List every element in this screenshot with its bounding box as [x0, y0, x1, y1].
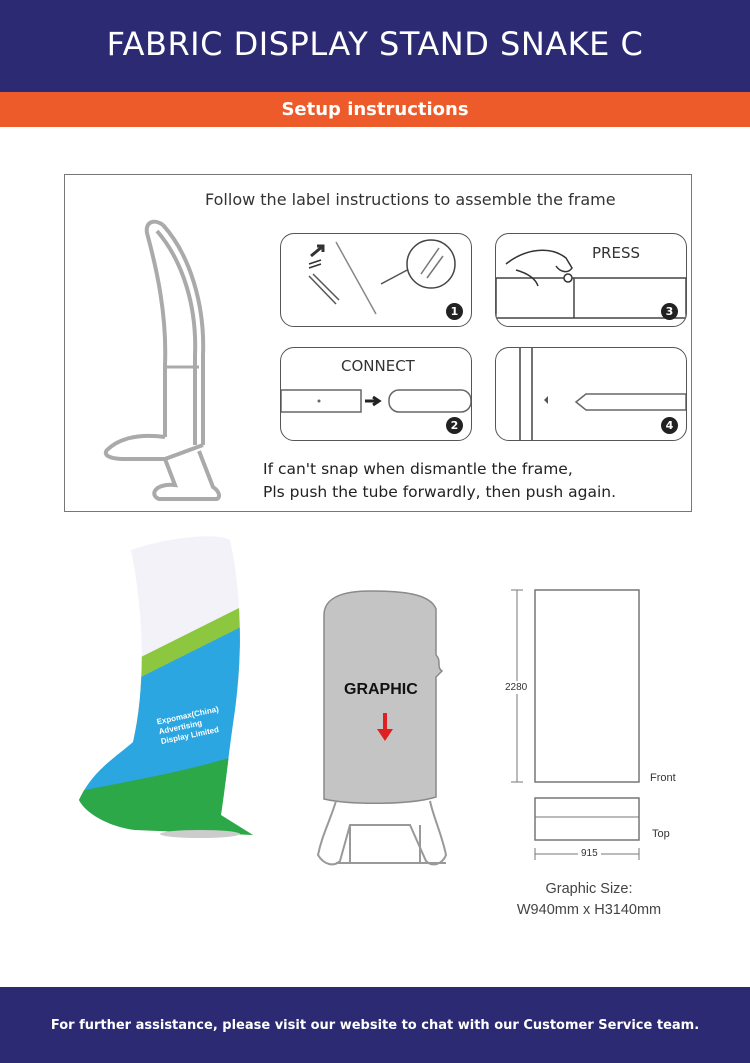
frame-outline-illustration	[103, 219, 222, 501]
press-button-illustration	[496, 249, 686, 319]
step-2-label: CONNECT	[341, 357, 415, 375]
graphic-label: GRAPHIC	[344, 681, 418, 698]
down-arrow-icon	[377, 713, 393, 741]
dismantle-note-line-2: Pls push the tube forwardly, then push a…	[263, 483, 617, 501]
page-header: FABRIC DISPLAY STAND SNAKE C	[0, 0, 750, 92]
assembly-instructions-panel: Follow the label instructions to assembl…	[64, 174, 692, 512]
top-label: Top	[652, 828, 670, 840]
footer-text: For further assistance, please visit our…	[50, 1017, 700, 1033]
connect-tubes-illustration	[281, 389, 471, 413]
graphic-size-label: Graphic Size:	[545, 881, 633, 897]
height-dimension: 2280	[505, 681, 528, 694]
step-1-card: 1	[280, 233, 472, 327]
dismantle-note-line-1: If can't snap when dismantle the frame,	[263, 460, 573, 478]
graphic-size: Graphic Size: W940mm x H3140mm	[498, 879, 680, 921]
tube-end-illustration	[519, 348, 686, 440]
step-3-card: PRESS 3	[495, 233, 687, 327]
step-4-card: 4	[495, 347, 687, 441]
step-1-badge: 1	[446, 303, 463, 320]
graphic-size-value: W940mm x H3140mm	[516, 902, 662, 918]
page-footer: For further assistance, please visit our…	[0, 987, 750, 1063]
tube-insert-illustration	[308, 239, 456, 315]
section-banner: Setup instructions	[0, 92, 750, 127]
step-3-label: PRESS	[592, 244, 640, 262]
step-3-badge: 3	[661, 303, 678, 320]
dimension-drawing	[511, 589, 640, 860]
dismantle-note: If can't snap when dismantle the frame, …	[263, 458, 616, 504]
step-4-badge: 4	[661, 417, 678, 434]
instructions-title: Follow the label instructions to assembl…	[205, 190, 616, 209]
step-2-card: CONNECT 2	[280, 347, 472, 441]
width-dimension: 915	[578, 848, 601, 859]
product-photo	[79, 536, 253, 838]
graphic-cover-diagram	[316, 590, 448, 866]
page-title: FABRIC DISPLAY STAND SNAKE C	[106, 25, 644, 63]
step-2-badge: 2	[446, 417, 463, 434]
front-label: Front	[650, 772, 676, 784]
section-title: Setup instructions	[281, 99, 469, 120]
